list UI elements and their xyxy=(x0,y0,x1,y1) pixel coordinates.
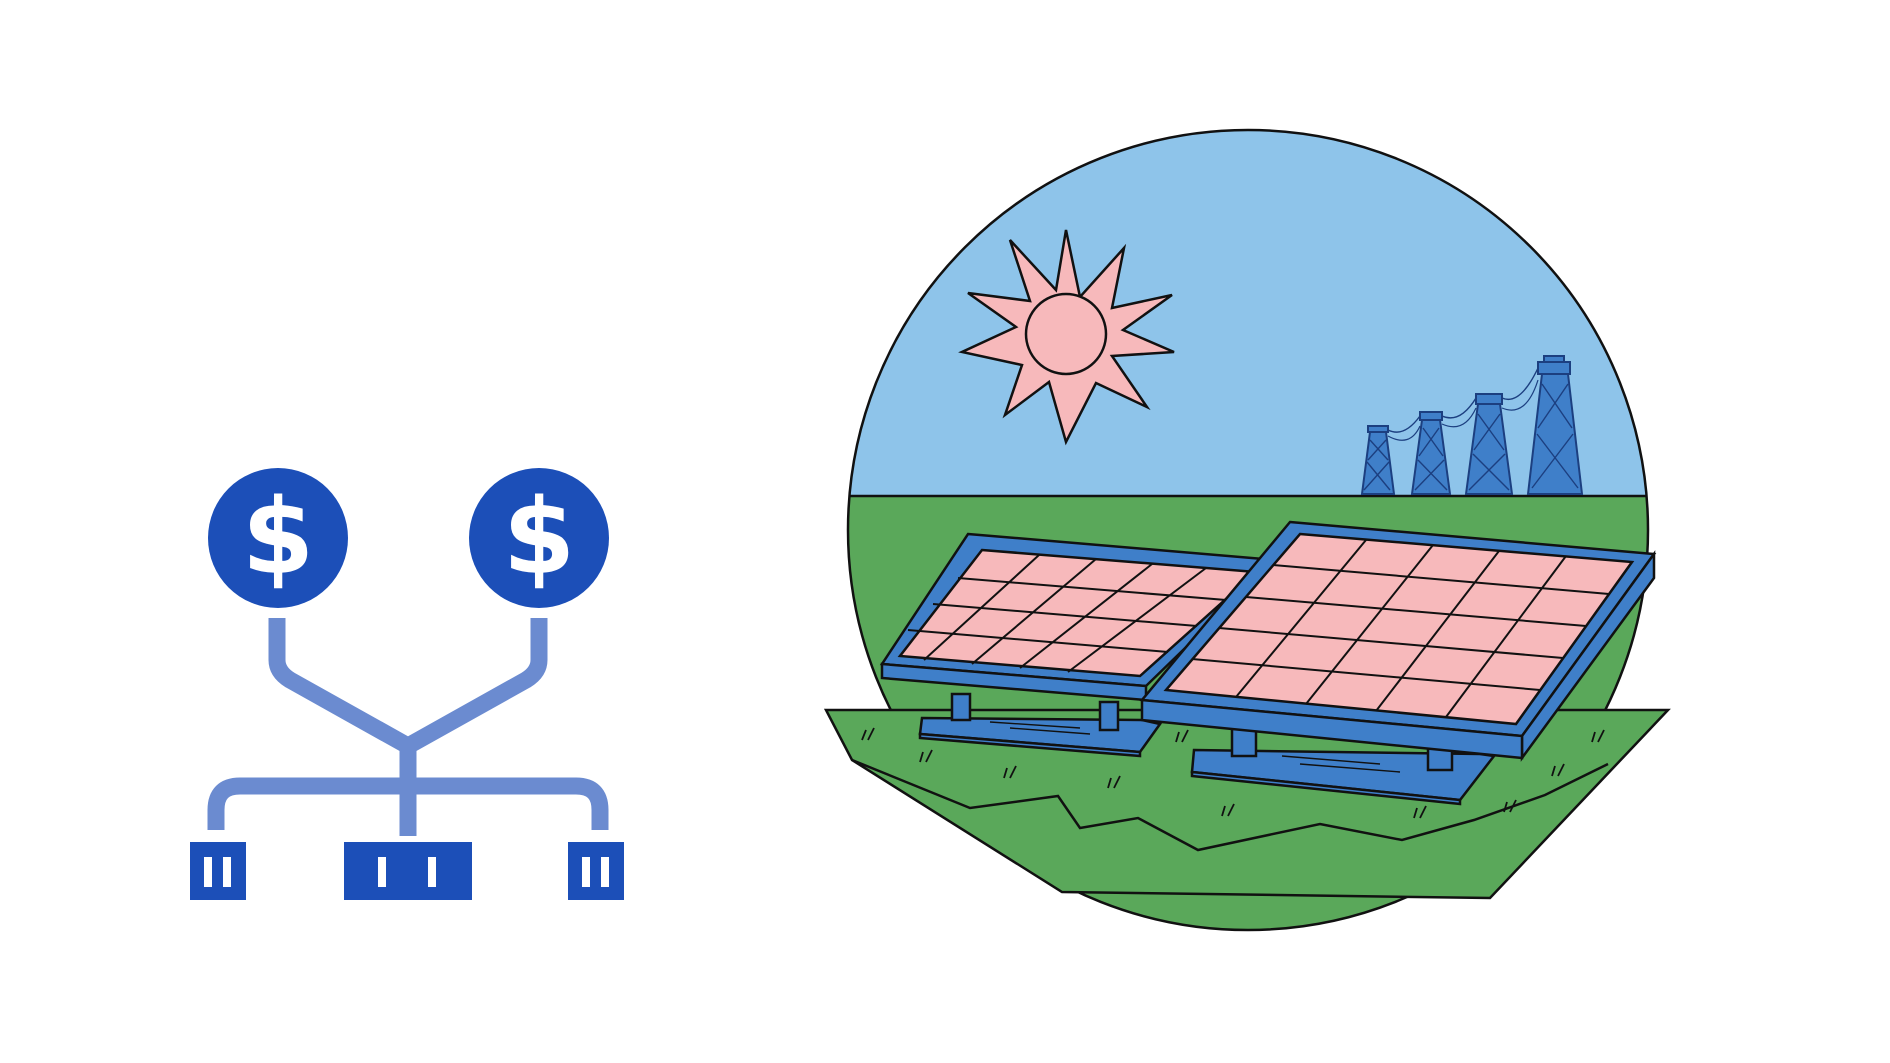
dollar-glyph: $ xyxy=(242,476,314,598)
solar-panel-icon xyxy=(1139,520,1657,762)
dollar-coin-icon: $ xyxy=(469,468,609,608)
solar-panel-icon xyxy=(879,532,1279,702)
account-block-icon xyxy=(568,842,624,900)
solar-farm-illustration xyxy=(823,128,1671,932)
account-block-icon xyxy=(190,842,246,900)
power-transmission-towers-icon xyxy=(1360,355,1584,495)
dollar-coin-icon: $ xyxy=(208,468,348,608)
dollar-glyph: $ xyxy=(503,476,575,598)
sun-icon xyxy=(958,229,1175,446)
scene-circle-outline xyxy=(846,128,1650,932)
grass-tufts xyxy=(861,727,1605,819)
solar-panel-stand xyxy=(918,692,1163,758)
account-block-icon xyxy=(344,842,472,900)
branch-lines xyxy=(207,618,609,836)
money-flow-diagram-icon: $ $ xyxy=(190,468,624,900)
